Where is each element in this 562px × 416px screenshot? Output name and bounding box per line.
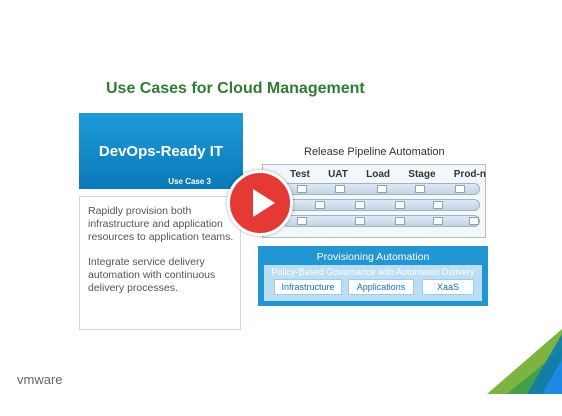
pipeline-cube-icon bbox=[415, 185, 425, 193]
provisioning-title: Provisioning Automation bbox=[316, 251, 430, 263]
pipeline-cube-icon bbox=[433, 217, 443, 225]
policy-box: Policy-Based Governance with Automated D… bbox=[264, 265, 482, 301]
slide-title: Use Cases for Cloud Management bbox=[106, 80, 365, 97]
description-box: Rapidly provision both infrastructure an… bbox=[79, 196, 241, 330]
applications-tile: Applications bbox=[348, 279, 414, 295]
pipeline-cube-icon bbox=[455, 185, 465, 193]
pipeline-cube-icon bbox=[355, 217, 365, 225]
pipeline-stages: Test UAT Load Stage Prod-n bbox=[290, 169, 486, 180]
stage-label: Load bbox=[366, 169, 391, 180]
pipeline-title: Release Pipeline Automation bbox=[304, 146, 445, 158]
description-paragraph-2: Integrate service delivery automation wi… bbox=[88, 256, 216, 294]
play-button[interactable] bbox=[227, 170, 293, 236]
pipeline-cube-icon bbox=[433, 201, 443, 209]
provisioning-box: Provisioning Automation Policy-Based Gov… bbox=[258, 246, 488, 306]
pipeline-cube-icon bbox=[335, 185, 345, 193]
pipeline-cube-icon bbox=[355, 201, 365, 209]
stage-label: Prod-n bbox=[453, 169, 486, 180]
pipeline-cube-icon bbox=[377, 185, 387, 193]
stage-label: UAT bbox=[328, 169, 348, 180]
pipeline-lane bbox=[282, 183, 480, 195]
pipeline-lane bbox=[282, 199, 480, 211]
vmware-logo: vmware bbox=[17, 372, 63, 387]
stage-label: Test bbox=[290, 169, 310, 180]
pipeline-cube-icon bbox=[315, 201, 325, 209]
use-case-box: DevOps-Ready IT Use Case 3 bbox=[79, 113, 243, 189]
pipeline-cube-icon bbox=[395, 217, 405, 225]
use-case-heading: DevOps-Ready IT bbox=[98, 143, 224, 160]
stage-label: Stage bbox=[408, 169, 436, 180]
xaas-tile: XaaS bbox=[422, 279, 474, 295]
pipeline-cube-icon bbox=[469, 217, 479, 225]
policy-title: Policy-Based Governance with Automated D… bbox=[271, 267, 475, 277]
pipeline-cube-icon bbox=[297, 185, 307, 193]
use-case-label: Use Case 3 bbox=[168, 177, 211, 186]
infrastructure-tile: Infrastructure bbox=[274, 279, 342, 295]
description-paragraph-1: Rapidly provision both infrastructure an… bbox=[88, 205, 234, 243]
pipeline-cube-icon bbox=[395, 201, 405, 209]
play-icon bbox=[253, 189, 275, 217]
pipeline-lane bbox=[282, 215, 480, 227]
vmware-corner-logo-icon bbox=[487, 329, 562, 394]
pipeline-cube-icon bbox=[297, 217, 307, 225]
